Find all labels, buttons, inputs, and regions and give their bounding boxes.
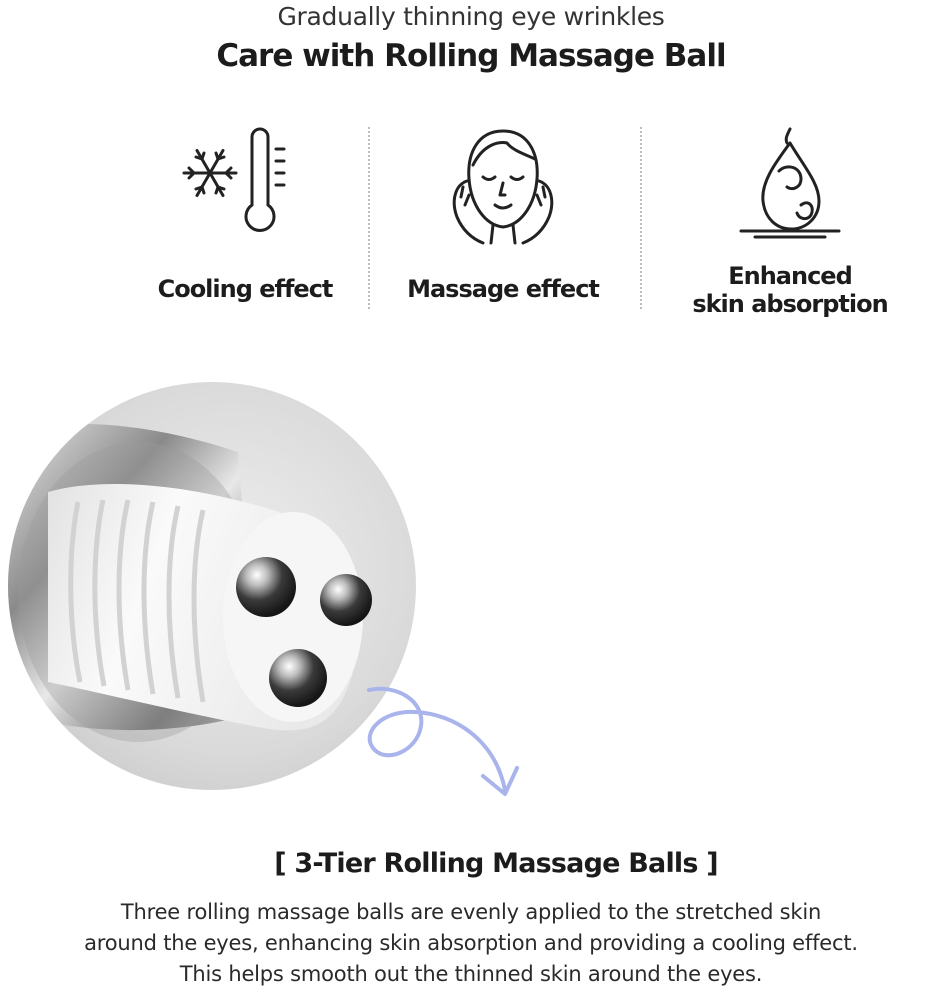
curved-arrow-icon xyxy=(367,686,519,796)
feature-label-absorption-line1: Enhanced xyxy=(728,262,853,290)
face-hands-icon xyxy=(452,129,554,245)
feature-absorption: Enhanced skin absorption xyxy=(645,125,935,318)
snowflake-thermometer-icon xyxy=(182,127,286,232)
description-line: Three rolling massage balls are evenly a… xyxy=(120,900,822,924)
page-title: Care with Rolling Massage Ball xyxy=(216,38,726,74)
feature-massage: Massage effect xyxy=(368,125,638,315)
description-line: This helps smooth out the thinned skin a… xyxy=(179,962,763,986)
product-description: Three rolling massage balls are evenly a… xyxy=(0,897,942,990)
description-line: around the eyes, enhancing skin absorpti… xyxy=(84,931,858,955)
product-heading: [ 3-Tier Rolling Massage Balls ] xyxy=(274,848,718,879)
droplet-icon xyxy=(739,127,841,239)
roller-product-photo xyxy=(8,382,416,790)
feature-label-absorption: Enhanced skin absorption xyxy=(645,262,935,318)
page-subtitle: Gradually thinning eye wrinkles xyxy=(277,2,665,31)
feature-row: Cooling effect xyxy=(100,125,940,318)
feature-label-absorption-line2: skin absorption xyxy=(692,290,888,318)
feature-label-massage: Massage effect xyxy=(407,275,600,303)
feature-label-cooling: Cooling effect xyxy=(157,275,334,303)
feature-cooling: Cooling effect xyxy=(110,125,380,315)
divider xyxy=(640,127,642,309)
divider xyxy=(368,127,370,309)
